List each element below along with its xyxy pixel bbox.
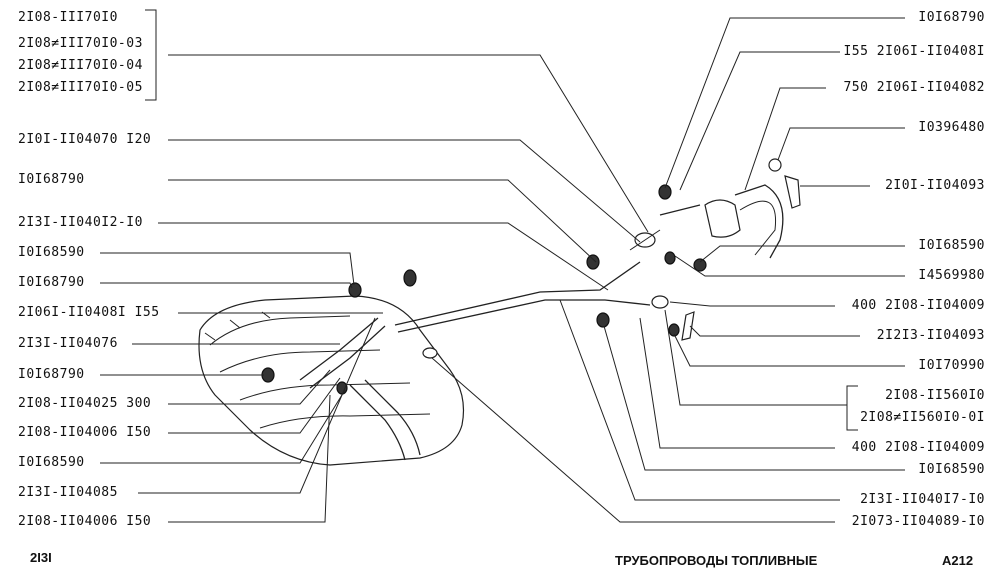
clamp-10: [693, 258, 707, 272]
footer-page-number: A212: [942, 553, 974, 568]
label-part-2131-1104085: 2I3I-II04085: [18, 485, 118, 500]
clamp-8: [664, 251, 676, 265]
footer-model: 2I3I: [30, 550, 52, 565]
label-part-10168790-b: I0I68790: [18, 275, 85, 290]
leader-lines-right: [431, 17, 905, 523]
label-part-2108-1104009-a: 400 2I08-II04009: [851, 298, 985, 313]
label-part-14569980: I4569980: [918, 268, 985, 283]
bracket-right: [784, 175, 801, 209]
group-bracket-left: [145, 9, 157, 101]
label-part-2131-1104017: 2I3I-II040I7-I0: [860, 492, 985, 507]
filler-neck: [349, 379, 421, 461]
label-part-10168790-c: I0I68790: [18, 367, 85, 382]
clamp-1: [403, 269, 417, 287]
label-part-2108-1117010-03: 2I08≠III70I0-03: [18, 36, 143, 51]
leader-lines-left: [100, 54, 649, 523]
fuel-tank: [198, 295, 465, 466]
fuel-filter: [629, 229, 661, 251]
label-part-2108-1104009-b: 400 2I08-II04009: [851, 440, 985, 455]
clamp-5: [596, 312, 610, 328]
label-part-21061-1104081-b: I55 2I06I-II0408I: [843, 44, 985, 59]
label-part-21073-1104089: 2I073-II04089-I0: [851, 514, 985, 529]
label-part-10170990: I0I70990: [918, 358, 985, 373]
label-part-2131-1104076: 2I3I-II04076: [18, 336, 118, 351]
label-part-2108-1117010-04: 2I08≠III70I0-04: [18, 58, 143, 73]
label-part-10168790-d: I0I68790: [918, 10, 985, 25]
fuel-line-main: [394, 261, 641, 326]
label-part-2108-1117010: 2I08-III70I0: [18, 10, 118, 25]
label-part-2101-1104093: 2I0I-II04093: [885, 178, 985, 193]
fitting-ring: [651, 295, 669, 309]
label-part-21061-1104081: 2I06I-II0408I I55: [18, 305, 160, 320]
label-part-2108-1104006-b: 2I08-II04006 I50: [18, 514, 152, 529]
clamp-9: [668, 323, 680, 337]
label-part-10168590-b: I0I68590: [18, 455, 85, 470]
label-part-21061-1104082: 750 2I06I-II04082: [843, 80, 985, 95]
bracket-mid: [681, 311, 695, 341]
label-part-2131-1104012: 2I3I-II040I2-I0: [18, 215, 143, 230]
label-part-2101-1104070: 2I0I-II04070 I20: [18, 132, 152, 147]
fuel-line-return: [397, 299, 651, 333]
grommet-right: [768, 158, 782, 172]
cap-small: [422, 347, 438, 359]
label-part-2108-1104006-a: 2I08-II04006 I50: [18, 425, 152, 440]
clamp-6: [658, 184, 672, 200]
clamp-7: [586, 254, 600, 270]
label-part-21213-1104093: 2I2I3-II04093: [876, 328, 985, 343]
label-part-10168790-a: I0I68790: [18, 172, 85, 187]
clamp-2: [348, 282, 362, 298]
label-part-10168590-d: I0I68590: [918, 462, 985, 477]
footer-title: ТРУБОПРОВОДЫ ТОПЛИВНЫЕ: [615, 553, 818, 568]
label-part-2108-1156010: 2I08-II560I0: [885, 388, 985, 403]
group-bracket-right: [846, 385, 858, 431]
label-part-2108-1117010-05: 2I08≠III70I0-05: [18, 80, 143, 95]
label-part-2108-1156010-01: 2I08≠II560I0-0I: [860, 410, 985, 425]
fuel-line-vapor: [299, 317, 379, 381]
label-part-10168590-c: I0I68590: [918, 238, 985, 253]
hose-upper: [659, 184, 784, 259]
fuel-pump: [704, 199, 777, 256]
label-part-10168590-a: I0I68590: [18, 245, 85, 260]
label-part-10396480: I0396480: [918, 120, 985, 135]
label-part-2108-1104025: 2I08-II04025 300: [18, 396, 152, 411]
